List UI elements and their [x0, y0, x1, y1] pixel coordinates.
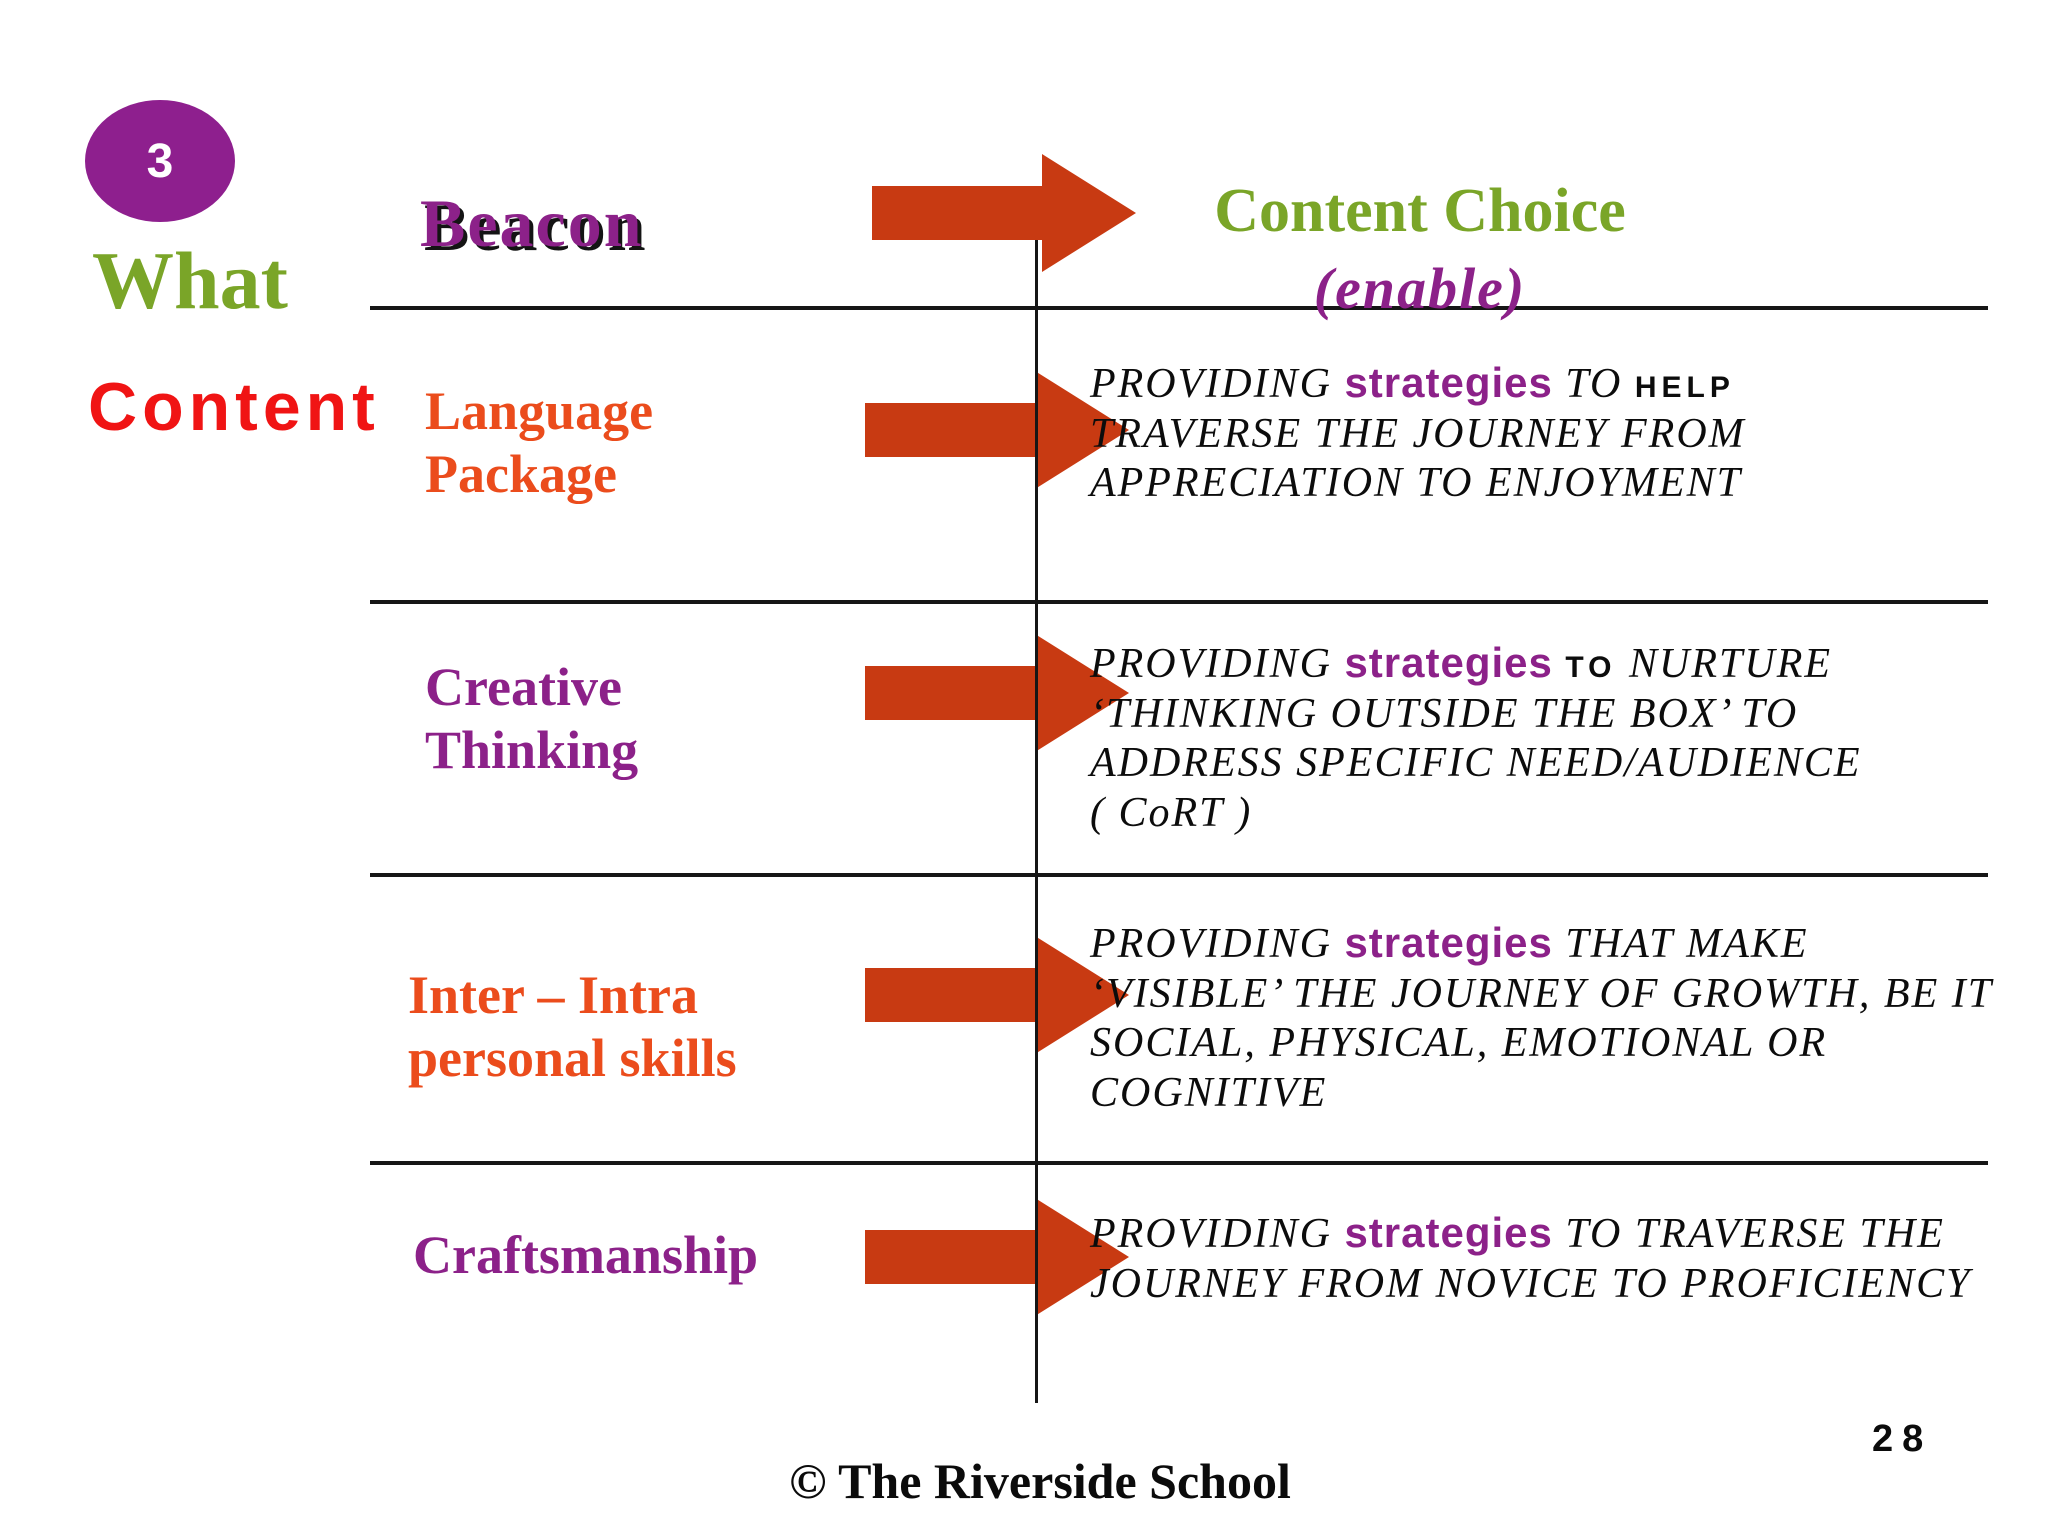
- row-description-inter-intra-personal-skills: PROVIDING strategies THAT MAKE ‘VISIBLE’…: [1090, 918, 2000, 1118]
- page-number: 28: [1872, 1418, 1933, 1460]
- desc-strategies-text: strategies: [1344, 359, 1553, 406]
- step-badge: 3: [85, 100, 235, 222]
- desc-strategies-text: strategies: [1344, 919, 1553, 966]
- desc-strategies-text: strategies: [1344, 1209, 1553, 1256]
- desc-text: [1553, 641, 1566, 687]
- desc-text: NURTURE ‘THINKING OUTSIDE THE BOX’ TO AD…: [1090, 641, 1862, 836]
- copyright-text: © The Riverside School: [789, 1453, 1291, 1509]
- desc-text: THAT MAKE ‘VISIBLE’ THE JOURNEY OF GROWT…: [1090, 921, 1994, 1116]
- row-divider-line-1: [370, 306, 1988, 310]
- content-choice-header: Content Choice (enable): [1080, 176, 1760, 322]
- desc-text: TO TRAVERSE THE JOURNEY FROM NOVICE TO P…: [1090, 1211, 1972, 1307]
- row-language-arrow-icon: [865, 371, 1129, 489]
- desc-text: PROVIDING: [1090, 1211, 1345, 1257]
- row-description-language-package: PROVIDING strategies TO HELP TRAVERSE TH…: [1090, 358, 2000, 509]
- step-number: 3: [146, 134, 174, 188]
- what-label: What: [92, 235, 288, 326]
- header-arrow-icon: [872, 154, 1136, 272]
- row-divider-line-4: [370, 1161, 1988, 1165]
- row-interintra-arrow-icon: [865, 936, 1129, 1054]
- desc-text: TRAVERSE THE JOURNEY FROM APPRECIATION T…: [1090, 410, 1746, 507]
- desc-text: PROVIDING: [1090, 921, 1345, 967]
- row-divider-line-3: [370, 873, 1988, 877]
- row-creative-arrow-icon: [865, 634, 1129, 752]
- row-label-language-package: Language Package: [425, 381, 654, 504]
- row-description-creative-thinking: PROVIDING strategies TO NURTURE ‘THINKIN…: [1090, 638, 2000, 838]
- desc-text: PROVIDING: [1090, 641, 1345, 687]
- content-choice-title: Content Choice: [1214, 177, 1626, 245]
- enable-subtitle: (enable): [1313, 256, 1527, 321]
- row-label-creative-thinking: Creative Thinking: [425, 657, 639, 780]
- desc-emphasis-text: TO: [1565, 651, 1617, 684]
- desc-strategies-text: strategies: [1344, 639, 1553, 686]
- desc-text: TO: [1552, 361, 1635, 407]
- row-description-craftsmanship: PROVIDING strategies TO TRAVERSE THE JOU…: [1090, 1208, 2000, 1309]
- row-label-inter-intra-personal-skills: Inter – Intra personal skills: [408, 965, 737, 1088]
- beacon-column-title: Beacon: [420, 185, 644, 261]
- row-label-craftsmanship: Craftsmanship: [413, 1225, 759, 1285]
- row-divider-line-2: [370, 600, 1988, 604]
- desc-text: PROVIDING: [1090, 361, 1345, 407]
- row-craftsmanship-arrow-icon: [865, 1198, 1129, 1316]
- column-divider-line: [1035, 240, 1038, 1403]
- content-label: Content: [88, 369, 380, 445]
- desc-emphasis-text: HELP: [1634, 371, 1735, 404]
